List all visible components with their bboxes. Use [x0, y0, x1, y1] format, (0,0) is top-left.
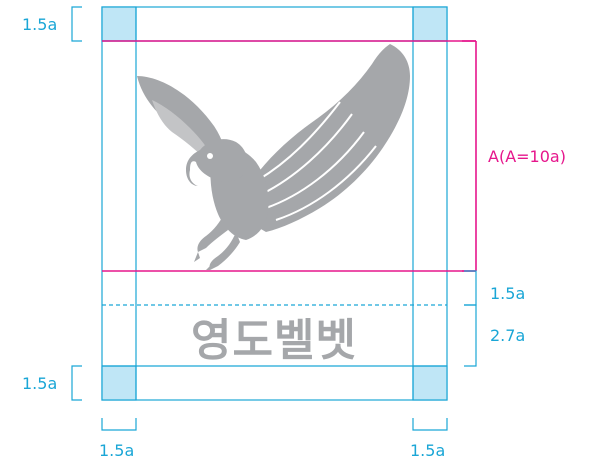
symbol-height-label: A(A=10a) [488, 147, 566, 166]
bottom-margin-bracket [71, 365, 82, 401]
text-height-bracket [464, 304, 477, 367]
corner-square-top-right [412, 6, 448, 42]
gap-height-label: 1.5a [490, 284, 525, 303]
left-margin-label: 1.5a [99, 441, 134, 460]
corner-square-top-left [101, 6, 137, 42]
left-margin-bracket [101, 418, 137, 431]
wordmark-text: 영도벨벳 [191, 315, 357, 366]
right-margin-bracket [412, 418, 448, 431]
corner-square-bottom-left [101, 365, 137, 401]
corner-square-bottom-right [412, 365, 448, 401]
right-margin-label: 1.5a [410, 441, 445, 460]
top-margin-bracket [71, 6, 82, 42]
outer-frame [101, 6, 448, 401]
eagle-eye [207, 153, 213, 159]
top-margin-label: 1.5a [22, 15, 57, 34]
bottom-margin-label: 1.5a [22, 374, 57, 393]
eagle-icon [137, 44, 410, 270]
gap-bracket [464, 270, 477, 306]
text-height-label: 2.7a [490, 326, 525, 345]
